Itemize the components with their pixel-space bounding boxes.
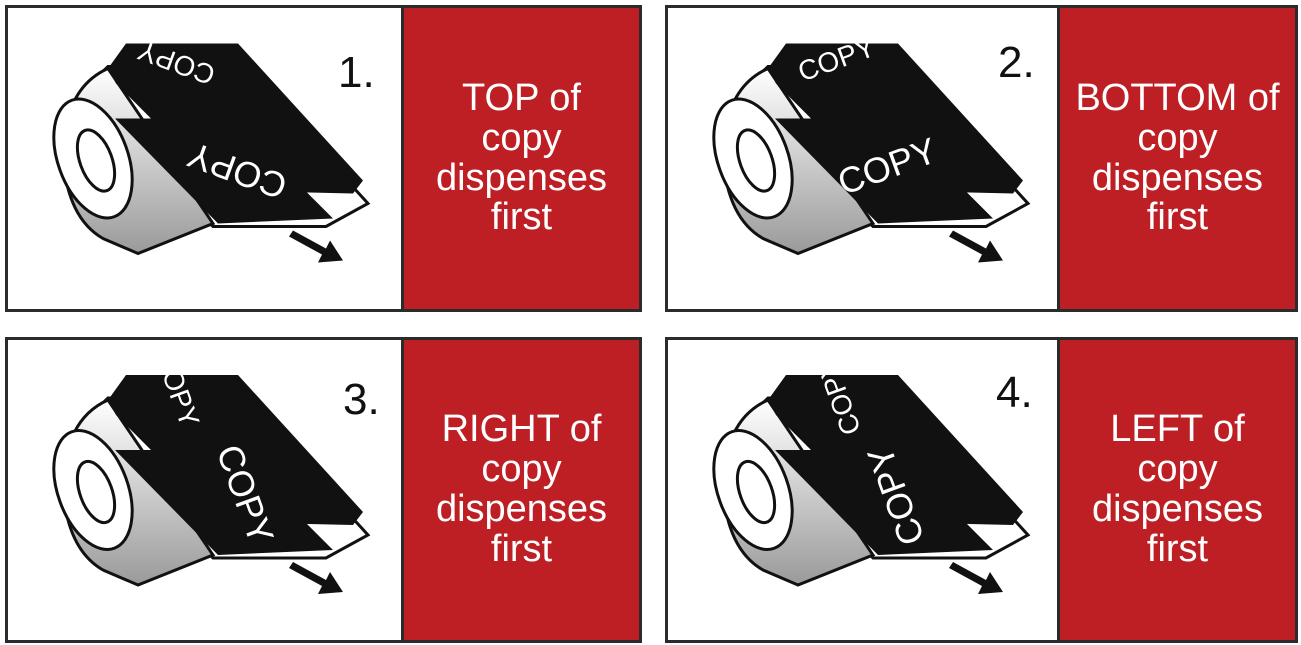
step-number: 1. [338, 48, 375, 98]
label-text: RIGHT of copy dispenses first [436, 410, 607, 570]
label-box: LEFT of copy dispenses first [1057, 340, 1295, 640]
step-number: 3. [343, 375, 380, 425]
panel-3: COPY COPY 3. RIGHT of copy dispenses fir… [5, 337, 642, 643]
label-box: BOTTOM of copy dispenses first [1057, 8, 1295, 309]
step-number: 2. [998, 38, 1035, 88]
label-text: TOP of copy dispenses first [436, 79, 607, 239]
label-text: BOTTOM of copy dispenses first [1075, 79, 1279, 239]
panel-2: COPY COPY 2. BOTTOM of copy dispenses fi… [665, 5, 1298, 312]
label-box: TOP of copy dispenses first [401, 8, 639, 309]
panel-4: COPY COPY 4. LEFT of copy dispenses firs… [665, 337, 1298, 643]
label-text: LEFT of copy dispenses first [1092, 410, 1263, 570]
label-box: RIGHT of copy dispenses first [401, 340, 639, 640]
step-number: 4. [996, 368, 1033, 418]
panel-1: COPY COPY 1. TOP of copy dispenses first [5, 5, 642, 312]
